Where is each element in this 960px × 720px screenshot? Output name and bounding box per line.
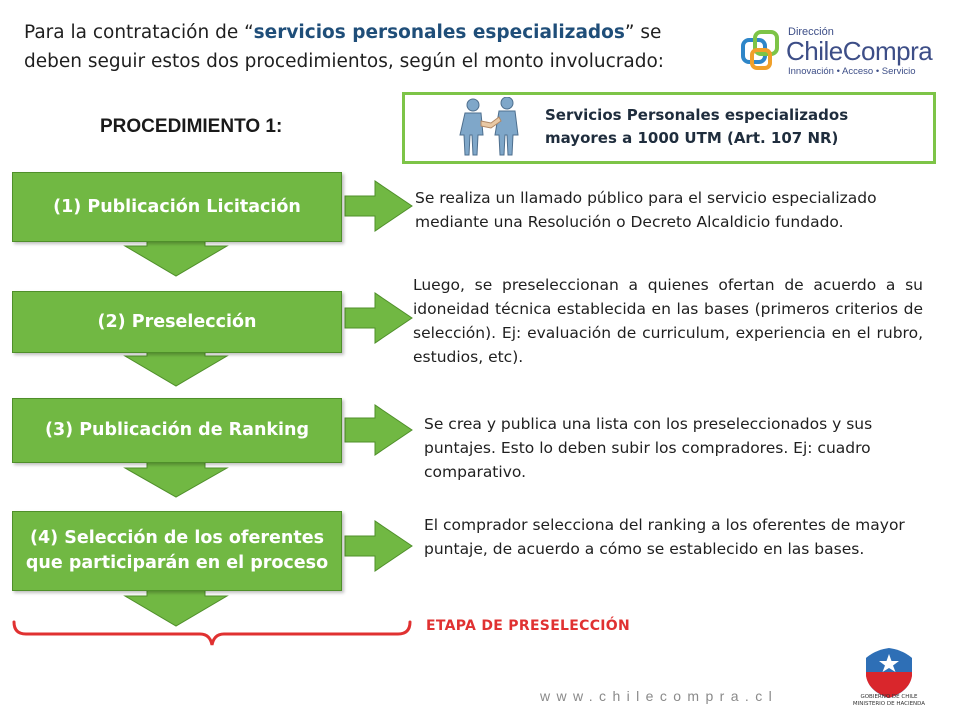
logo-direccion: Dirección bbox=[788, 26, 834, 38]
step-1-label: (1) Publicación Licitación bbox=[53, 196, 301, 217]
preselection-brace bbox=[12, 620, 412, 646]
step-3-box: (3) Publicación de Ranking bbox=[12, 398, 342, 463]
step-1-box: (1) Publicación Licitación bbox=[12, 172, 342, 242]
government-seal-text: GOBIERNO DE CHILE MINISTERIO DE HACIENDA bbox=[852, 694, 926, 708]
right-arrow-3 bbox=[344, 404, 413, 456]
right-arrow-4 bbox=[344, 520, 413, 572]
step-2-description: Luego, se preseleccionan a quienes ofert… bbox=[413, 276, 923, 366]
chilecompra-logo-mark-icon bbox=[741, 30, 779, 70]
government-seal-icon bbox=[866, 648, 912, 698]
footer-url: www.chilecompra.cl bbox=[540, 688, 779, 704]
step-2-label: (2) Preselección bbox=[97, 311, 257, 332]
down-arrow-1 bbox=[123, 240, 229, 277]
chilecompra-logo: Dirección ChileCompra Innovación • Acces… bbox=[740, 22, 940, 82]
right-arrow-1 bbox=[344, 180, 413, 232]
down-arrow-2 bbox=[123, 351, 229, 387]
step-4-label-line1: (4) Selección de los oferentes bbox=[29, 528, 325, 548]
step-3-label: (3) Publicación de Ranking bbox=[44, 420, 310, 440]
logo-tagline: Innovación • Acceso • Servicio bbox=[788, 66, 916, 77]
step-1-description: Se realiza un llamado público para el se… bbox=[415, 189, 877, 231]
step-4-label-line2: que participarán en el proceso bbox=[25, 553, 329, 573]
intro-before: Para la contratación de “ bbox=[24, 22, 254, 43]
step-3-description: Se crea y publica una lista con los pres… bbox=[424, 415, 873, 481]
step-4-box: (4) Selección de los oferentes que parti… bbox=[12, 511, 342, 591]
info-box-line2: mayores a 1000 UTM (Art. 107 NR) bbox=[545, 129, 839, 147]
intro-emphasis: servicios personales especializados bbox=[253, 22, 625, 43]
down-arrow-4 bbox=[123, 589, 229, 627]
stage-label: ETAPA DE PRESELECCIÓN bbox=[426, 618, 631, 634]
step-2-box: (2) Preselección bbox=[12, 291, 342, 353]
intro-text: Para la contratación de “servicios perso… bbox=[24, 18, 724, 76]
info-box-text: Servicios Personales especializados mayo… bbox=[545, 104, 925, 150]
procedure-title: PROCEDIMIENTO 1: bbox=[100, 116, 283, 137]
info-box-line1: Servicios Personales especializados bbox=[545, 106, 849, 124]
gov-line2: MINISTERIO DE HACIENDA bbox=[852, 701, 926, 707]
logo-name: ChileCompra bbox=[786, 36, 933, 66]
gov-line1: GOBIERNO DE CHILE bbox=[860, 694, 918, 700]
handshake-people-icon bbox=[459, 97, 519, 156]
down-arrow-3 bbox=[123, 461, 229, 498]
info-box: Servicios Personales especializados mayo… bbox=[402, 92, 936, 164]
right-arrow-2 bbox=[344, 292, 413, 344]
step-4-description: El comprador selecciona del ranking a lo… bbox=[424, 516, 905, 558]
intro-after: ” se deben seguir estos dos procedimient… bbox=[24, 22, 665, 72]
